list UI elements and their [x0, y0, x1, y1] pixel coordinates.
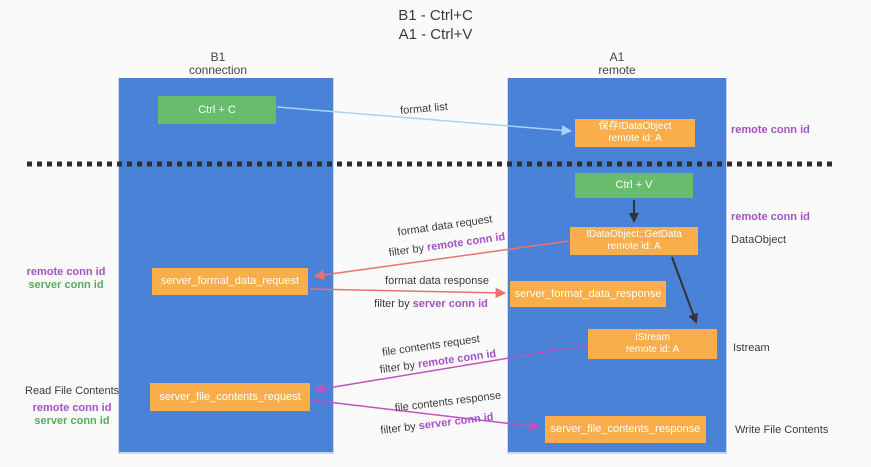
title-line-b1: B1 - Ctrl+C: [398, 7, 473, 24]
left-column-header: B1 connection: [158, 51, 278, 77]
server-file-contents-request-label: server_file_contents_request: [159, 390, 301, 403]
filter-by-text: filter by: [388, 242, 425, 260]
save-idataobject-line2: remote id: A: [608, 133, 662, 144]
left-column-subtitle: connection: [188, 63, 248, 77]
server-conn-id-annotation-bottom-left: server conn id: [34, 415, 110, 427]
server-format-data-response-box: server_format_data_response: [510, 281, 666, 307]
remote-conn-id-annotation-mid: remote conn id: [731, 211, 810, 223]
filter-by-server-conn-id-label-2: filter by server conn id: [380, 411, 494, 437]
server-conn-id-text: server conn id: [412, 298, 488, 310]
server-file-contents-response-box: server_file_contents_response: [545, 416, 706, 443]
dataobject-annotation: DataObject: [731, 234, 787, 246]
istream-box: IStream remote id: A: [588, 329, 717, 359]
write-file-contents-annotation: Write File Contents: [735, 424, 829, 436]
server-file-contents-request-box: server_file_contents_request: [150, 383, 310, 411]
istream-line1: IStream: [634, 332, 670, 343]
format-data-response-arrow: [309, 287, 507, 299]
right-column-subtitle: remote: [598, 63, 636, 77]
right-column-header: A1 remote: [557, 51, 677, 77]
filter-by-text: filter by: [379, 420, 417, 437]
diagram-title: B1 - Ctrl+C A1 - Ctrl+V: [0, 6, 871, 44]
server-format-data-response-label: server_format_data_response: [514, 287, 662, 300]
save-idataobject-line1: 保存IDataObject: [598, 121, 672, 132]
remote-conn-id-annotation-top: remote conn id: [731, 124, 810, 136]
ctrl-c-label: Ctrl + C: [198, 103, 236, 116]
server-conn-id-text: server conn id: [418, 411, 495, 433]
filter-by-text: filter by: [379, 359, 416, 377]
server-file-contents-response-label: server_file_contents_response: [550, 423, 701, 435]
filter-by-server-conn-id-label-1: filter by server conn id: [374, 298, 488, 310]
server-conn-id-annotation-left: server conn id: [28, 279, 104, 291]
getdata-line2: remote id: A: [607, 241, 661, 252]
remote-conn-id-text: remote conn id: [426, 230, 506, 254]
istream-annotation: Istream: [733, 342, 770, 354]
ctrl-v-box: Ctrl + V: [575, 173, 693, 198]
idataobject-getdata-box: IDataObject::GetData remote id: A: [570, 227, 698, 255]
server-format-data-request-label: server_format_data_request: [160, 275, 300, 287]
ctrl-v-label: Ctrl + V: [615, 179, 653, 191]
read-file-contents-annotation-group: Read File Contents remote conn id server…: [25, 385, 119, 428]
save-idataobject-box: 保存IDataObject remote id: A: [575, 119, 695, 147]
read-file-contents-annotation: Read File Contents: [25, 385, 120, 397]
server-format-data-request-box: server_format_data_request: [152, 268, 308, 295]
filter-by-text: filter by: [374, 298, 410, 310]
getdata-line1: IDataObject::GetData: [586, 229, 682, 240]
remote-conn-id-annotation-left: remote conn id: [26, 266, 106, 278]
left-conn-id-annotation-group: remote conn id server conn id: [24, 266, 108, 292]
right-column-name: A1: [609, 50, 625, 64]
format-list-label: format list: [399, 100, 449, 118]
left-column-name: B1: [210, 50, 226, 64]
file-contents-response-label: file contents response: [394, 389, 502, 415]
ctrl-c-box: Ctrl + C: [158, 96, 276, 124]
istream-line2: remote id: A: [625, 344, 680, 355]
remote-conn-id-annotation-bottom-left: remote conn id: [32, 402, 112, 414]
title-line-a1: A1 - Ctrl+V: [398, 26, 473, 43]
format-data-response-label: format data response: [385, 275, 489, 287]
